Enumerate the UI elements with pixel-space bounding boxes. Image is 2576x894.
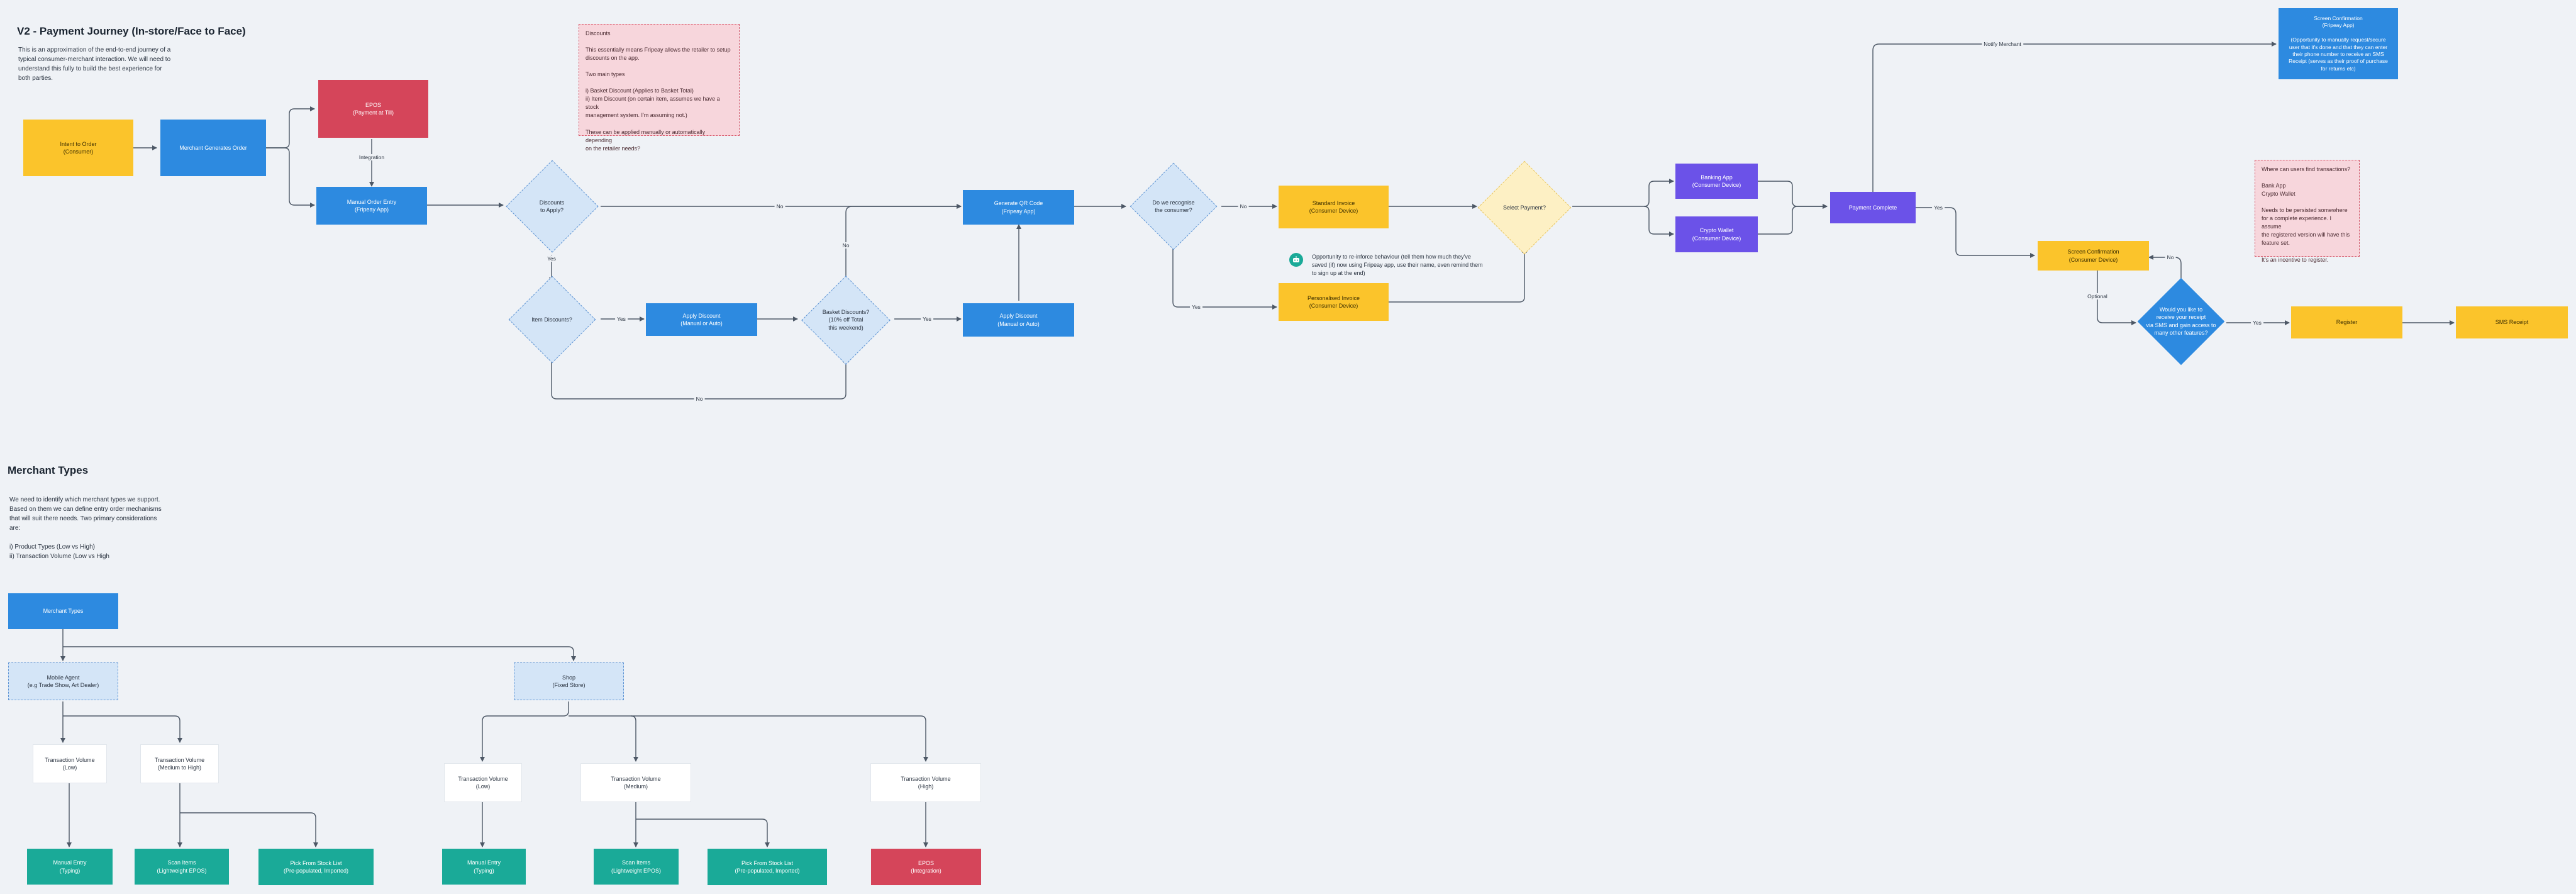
edge-shop-tvhigh <box>631 715 928 762</box>
edge-label-yes-down: Yes <box>545 255 558 262</box>
select-payment-diamond[interactable]: Select Payment? <box>1477 160 1572 255</box>
intent-to-order-node[interactable]: Intent to Order (Consumer) <box>23 120 133 176</box>
item-discounts-diamond[interactable]: Item Discounts? <box>503 276 601 364</box>
basket-discounts-label: Basket Discounts? (10% off Total this we… <box>822 309 870 331</box>
edge-crypto-payment <box>1758 204 1828 235</box>
manual-entry-node-2[interactable]: Manual Entry (Typing) <box>442 849 526 885</box>
standard-invoice-node[interactable]: Standard Invoice (Consumer Device) <box>1279 186 1389 228</box>
edge-select-crypto <box>1643 206 1674 237</box>
pick-stock-list-node-1[interactable]: Pick From Stock List (Pre-populated, Imp… <box>258 849 374 885</box>
epos-integration-node[interactable]: EPOS (Integration) <box>871 849 981 885</box>
edge-label-notify-merchant: Notify Merchant <box>1982 41 2023 47</box>
item-discounts-label: Item Discounts? <box>531 316 572 323</box>
edge-types-shop <box>63 646 576 661</box>
scan-items-node-2[interactable]: Scan Items (Lightweight EPOS) <box>594 849 679 885</box>
edge-recognise-personalised <box>1172 245 1277 310</box>
basket-discounts-diamond[interactable]: Basket Discounts? (10% off Total this we… <box>797 275 894 365</box>
journey-description: This is an approximation of the end-to-e… <box>18 47 171 82</box>
tv-medium-node[interactable]: Transaction Volume (Medium) <box>580 763 691 802</box>
journey-title: V2 - Payment Journey (In-store/Face to F… <box>17 25 246 37</box>
sms-receipt-node[interactable]: SMS Receipt <box>2456 306 2568 338</box>
edge-item-basket-no <box>551 356 848 400</box>
manual-entry-node-1[interactable]: Manual Entry (Typing) <box>27 849 113 885</box>
edge-tvmedium-pick2 <box>636 819 770 847</box>
edge-label-integration: Integration <box>357 154 387 160</box>
apply-discount-node-2[interactable]: Apply Discount (Manual or Auto) <box>963 303 1074 337</box>
edge-label-yes-payment: Yes <box>1932 204 1945 211</box>
epos-node[interactable]: EPOS (Payment at Till) <box>318 80 428 138</box>
edge-label-yes-basket: Yes <box>921 316 933 322</box>
screen-confirmation-fripeay-node[interactable]: Screen Confirmation (Fripeay App) (Oppor… <box>2279 8 2398 79</box>
edge-tvmedhigh-pick1 <box>180 812 318 847</box>
edge-shop-tvlow2 <box>480 701 569 762</box>
discounts-note: Discounts This essentially means Fripeay… <box>579 24 740 152</box>
discounts-to-apply-label: Discounts to Apply? <box>539 199 565 213</box>
edge-receive-consumer-no <box>2148 255 2182 279</box>
edge-label-no-basket: No <box>840 242 852 249</box>
merchant-types-description: We need to identify which merchant types… <box>9 496 162 560</box>
payment-complete-node[interactable]: Payment Complete <box>1830 192 1916 223</box>
edge-label-yes-recognise: Yes <box>1190 304 1202 310</box>
merchant-types-title: Merchant Types <box>8 464 89 476</box>
merchant-types-node[interactable]: Merchant Types <box>8 593 118 629</box>
edge-select-banking <box>1572 179 1674 207</box>
robot-face-icon <box>1289 253 1303 267</box>
pick-stock-list-node-2[interactable]: Pick From Stock List (Pre-populated, Imp… <box>708 849 827 885</box>
apply-discount-node-1[interactable]: Apply Discount (Manual or Auto) <box>646 303 757 336</box>
merchant-generates-order-node[interactable]: Merchant Generates Order <box>160 120 266 176</box>
recognise-consumer-diamond[interactable]: Do we recognise the consumer? <box>1126 162 1221 250</box>
edge-payment-notify <box>1872 42 2277 192</box>
receive-receipt-diamond[interactable]: Would you like to receive your receipt v… <box>2136 277 2226 365</box>
edge-merchant-manual <box>266 147 315 208</box>
edge-mobile-tvmedhigh <box>63 715 182 743</box>
tv-medium-high-node[interactable]: Transaction Volume (Medium to High) <box>140 744 219 783</box>
recognise-consumer-label: Do we recognise the consumer? <box>1152 199 1195 213</box>
edge-banking-payment <box>1758 181 1828 209</box>
crypto-wallet-node[interactable]: Crypto Wallet (Consumer Device) <box>1675 216 1758 252</box>
banking-app-node[interactable]: Banking App (Consumer Device) <box>1675 164 1758 199</box>
edge-label-yes-item: Yes <box>615 316 628 322</box>
edge-shop-tvmedium <box>569 715 638 762</box>
screen-confirmation-consumer-node[interactable]: Screen Confirmation (Consumer Device) <box>2038 241 2149 271</box>
discounts-to-apply-diamond[interactable]: Discounts to Apply? <box>503 160 601 253</box>
edge-label-no-top: No <box>774 203 786 210</box>
register-node[interactable]: Register <box>2291 306 2402 338</box>
edge-label-no-recognise: No <box>1238 203 1249 210</box>
mobile-agent-node[interactable]: Mobile Agent (e.g Trade Show, Art Dealer… <box>8 662 118 700</box>
personalised-invoice-node[interactable]: Personalised Invoice (Consumer Device) <box>1279 283 1389 321</box>
shop-node[interactable]: Shop (Fixed Store) <box>514 662 624 700</box>
manual-order-entry-node[interactable]: Manual Order Entry (Fripeay App) <box>316 187 427 225</box>
select-payment-label: Select Payment? <box>1502 204 1546 211</box>
edge-label-no-receipt: No <box>2165 254 2176 260</box>
edge-basket-qr <box>845 204 962 281</box>
opportunity-note: Opportunity to re-inforce behaviour (tel… <box>1312 254 1483 277</box>
edge-label-yes-receipt: Yes <box>2251 320 2263 326</box>
tv-low-node-2[interactable]: Transaction Volume (Low) <box>444 763 522 802</box>
generate-qr-node[interactable]: Generate QR Code (Fripeay App) <box>963 190 1074 225</box>
tv-low-node-1[interactable]: Transaction Volume (Low) <box>33 744 107 783</box>
tv-high-node[interactable]: Transaction Volume (High) <box>870 763 981 802</box>
edge-payment-consumer <box>1916 207 2035 258</box>
edge-merchant-epos <box>266 106 315 148</box>
edge-label-no-bottom: No <box>694 396 705 402</box>
scan-items-node-1[interactable]: Scan Items (Lightweight EPOS) <box>135 849 229 885</box>
transactions-note: Where can users find transactions? Bank … <box>2255 160 2360 263</box>
receive-receipt-label: Would you like to receive your receipt v… <box>2146 306 2216 336</box>
edge-label-optional: Optional <box>2085 293 2109 299</box>
